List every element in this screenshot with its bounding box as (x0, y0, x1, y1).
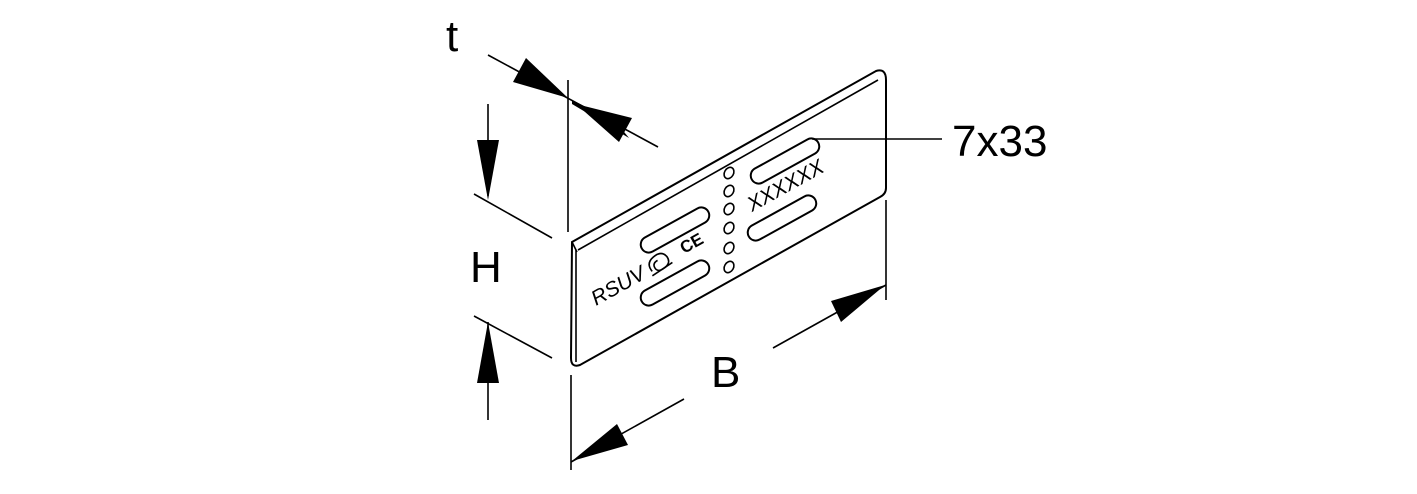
approval-mark-icon (648, 252, 673, 277)
arrow-head (831, 285, 885, 322)
hole-column (723, 166, 735, 274)
slot-upper-left (639, 206, 711, 254)
arrow-head (572, 424, 628, 461)
dimension-h: H (470, 104, 553, 420)
dimension-label-t: t (446, 12, 458, 61)
slot-lower-right (746, 194, 818, 242)
plate (569, 69, 887, 367)
arrow-head (576, 104, 632, 142)
slot-upper-right (749, 137, 821, 185)
dimension-t: t (446, 12, 659, 232)
dimension-label-h: H (470, 243, 502, 292)
hole (723, 166, 735, 180)
hole (723, 221, 735, 235)
arrow-head (477, 322, 499, 383)
hole (723, 260, 735, 274)
dimension-label-b: B (711, 348, 740, 397)
dimension-b: B (570, 200, 887, 470)
slot-size-callout: 7x33 (812, 117, 1047, 166)
arrow-head (513, 58, 568, 98)
slot-size-label: 7x33 (952, 117, 1047, 166)
slot-group (639, 137, 821, 307)
ce-mark-icon: CE (677, 229, 707, 257)
hole (723, 241, 735, 255)
slot-lower-left (639, 259, 711, 307)
hole (723, 202, 735, 216)
arrow-head (477, 140, 499, 200)
hole (723, 184, 735, 198)
